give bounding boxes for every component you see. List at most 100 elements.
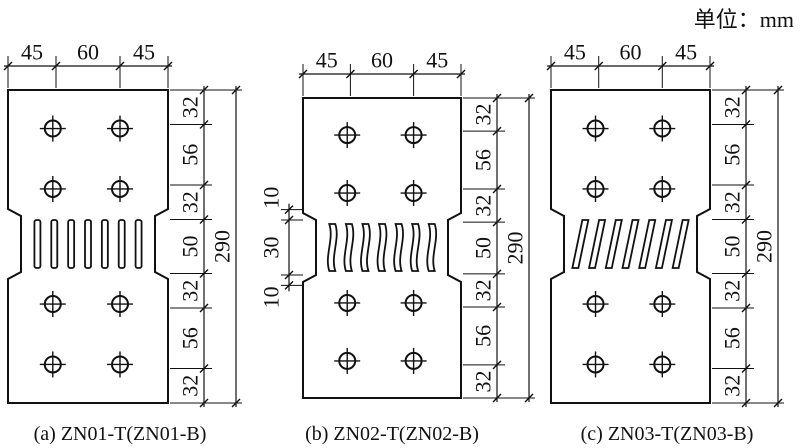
dimension-tick	[741, 363, 751, 373]
top-dimension-label: 45	[21, 40, 43, 65]
total-height-label: 290	[752, 230, 777, 263]
unit-label: 单位：mm	[693, 7, 794, 32]
slit	[134, 219, 143, 269]
slit	[343, 223, 355, 272]
right-dimension-label: 32	[178, 280, 203, 302]
panel-caption: (a) ZN01-T(ZN01-B)	[34, 423, 207, 445]
dimension-tick	[298, 69, 308, 79]
right-dimension-label: 32	[471, 279, 496, 301]
slit	[50, 219, 59, 269]
dimension-tick	[199, 120, 209, 130]
dimension-tick	[741, 120, 751, 130]
top-dimension-label: 45	[316, 48, 338, 73]
dimension-tick	[492, 269, 502, 279]
right-dimension-label: 32	[178, 96, 203, 118]
slit	[671, 219, 690, 269]
dimension-tick	[741, 268, 751, 278]
dimension-tick	[284, 215, 294, 225]
slit	[100, 219, 109, 269]
slit	[67, 219, 76, 269]
dimension-tick	[741, 303, 751, 313]
slit	[654, 219, 674, 269]
dimension-tick	[284, 270, 294, 280]
right-dimension-label: 32	[720, 375, 745, 397]
top-dimension-label: 45	[426, 48, 448, 73]
dimension-tick	[199, 215, 209, 225]
dimension-tick	[3, 61, 13, 71]
top-dimension-label: 45	[675, 40, 697, 65]
dimension-tick	[492, 93, 502, 103]
left-dimension-label: 10	[259, 286, 284, 308]
top-dimension-label: 45	[133, 40, 155, 65]
right-dimension-label: 32	[471, 195, 496, 217]
dimension-tick	[741, 85, 751, 95]
slit	[621, 219, 640, 269]
right-dimension-label: 50	[471, 237, 496, 259]
right-dimension-label: 32	[178, 375, 203, 397]
right-dimension-label: 56	[178, 144, 203, 166]
right-dimension-label: 32	[720, 96, 745, 118]
dimension-tick	[657, 61, 667, 71]
right-dimension-label: 50	[720, 236, 745, 258]
dimension-tick	[115, 61, 125, 71]
panel-caption: (b) ZN02-T(ZN02-B)	[305, 423, 479, 445]
top-dimension-label: 60	[620, 40, 642, 65]
dimension-tick	[199, 363, 209, 373]
dimension-tick	[345, 69, 355, 79]
right-dimension-label: 32	[720, 191, 745, 213]
dimension-tick	[199, 303, 209, 313]
slit	[326, 223, 338, 272]
total-height-label: 290	[503, 232, 528, 265]
slit	[638, 219, 657, 269]
right-dimension-label: 32	[720, 280, 745, 302]
dimension-tick	[492, 393, 502, 403]
right-dimension-label: 32	[471, 370, 496, 392]
panel-caption: (c) ZN03-T(ZN03-B)	[581, 423, 754, 445]
right-dimension-label: 56	[471, 325, 496, 347]
total-height-label: 290	[210, 230, 235, 263]
top-dimension-label: 45	[564, 40, 586, 65]
dimension-tick	[546, 61, 556, 71]
slit	[587, 219, 607, 269]
slit	[360, 223, 371, 272]
dimension-tick	[492, 217, 502, 227]
right-dimension-label: 56	[720, 144, 745, 166]
right-dimension-label: 56	[471, 149, 496, 171]
dimension-tick	[492, 360, 502, 370]
dimension-tick	[741, 180, 751, 190]
plate-outline	[302, 97, 462, 399]
dimension-tick	[594, 61, 604, 71]
left-dimension-label: 10	[259, 187, 284, 209]
top-dimension-label: 60	[77, 40, 99, 65]
plate-outline	[550, 89, 711, 404]
dimension-tick	[199, 398, 209, 408]
dimension-tick	[456, 69, 466, 79]
slit	[604, 219, 623, 269]
dimension-tick	[409, 69, 419, 79]
slit	[426, 223, 438, 272]
slit	[393, 223, 404, 272]
slit	[409, 223, 421, 272]
dimension-tick	[199, 85, 209, 95]
dimension-tick	[284, 205, 294, 215]
plate-outline	[7, 89, 169, 404]
slit	[84, 219, 92, 269]
slit	[376, 223, 388, 272]
dimension-tick	[163, 61, 173, 71]
right-dimension-label: 32	[471, 104, 496, 126]
dimension-tick	[199, 180, 209, 190]
dimension-tick	[199, 268, 209, 278]
dimension-tick	[492, 184, 502, 194]
right-dimension-label: 32	[178, 191, 203, 213]
slit	[117, 219, 126, 269]
dimension-tick	[741, 215, 751, 225]
dimension-tick	[741, 398, 751, 408]
right-dimension-label: 56	[178, 327, 203, 349]
left-dimension-label: 30	[259, 237, 284, 259]
slit	[571, 219, 590, 269]
right-dimension-label: 56	[720, 327, 745, 349]
top-dimension-label: 60	[371, 48, 393, 73]
dimension-tick	[492, 302, 502, 312]
dimension-tick	[51, 61, 61, 71]
